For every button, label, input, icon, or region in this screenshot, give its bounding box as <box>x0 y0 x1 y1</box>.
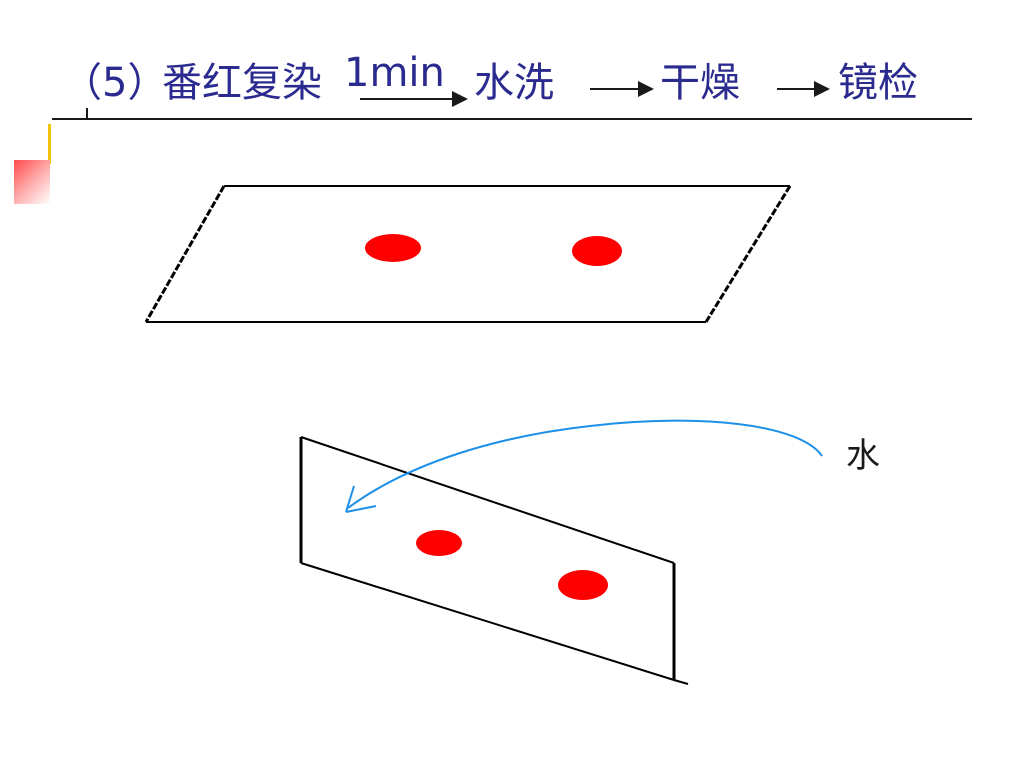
water-flow-curve <box>347 419 823 509</box>
duration-label: 1min <box>344 50 445 96</box>
step-number: （5） <box>62 60 168 106</box>
title-divider <box>52 118 972 120</box>
tilted-slide-top-edge <box>300 436 675 564</box>
tilted-slide-corner-tail <box>673 679 689 685</box>
dry-label: 干燥 <box>660 60 740 106</box>
stain-spot-upper <box>416 530 462 556</box>
stain-step-label: 番红复染 <box>162 60 322 106</box>
tilted-slide <box>299 436 689 685</box>
water-arrowhead <box>345 485 377 513</box>
rinse-label: 水洗 <box>474 60 554 106</box>
flat-slide <box>144 185 792 323</box>
stain-spot-right <box>572 236 622 266</box>
water-rinse-arrow <box>345 419 823 513</box>
title-tick-mark <box>86 108 88 119</box>
flat-slide-left-edge <box>144 185 226 323</box>
water-label: 水 <box>846 436 880 476</box>
tilted-slide-bottom-edge <box>300 562 675 681</box>
flat-slide-right-edge <box>704 185 792 323</box>
stain-spot-lower <box>558 570 608 600</box>
stain-spot-left <box>365 234 421 262</box>
accent-square <box>14 160 50 204</box>
inspect-label: 镜检 <box>838 60 918 106</box>
accent-bar <box>48 124 51 164</box>
